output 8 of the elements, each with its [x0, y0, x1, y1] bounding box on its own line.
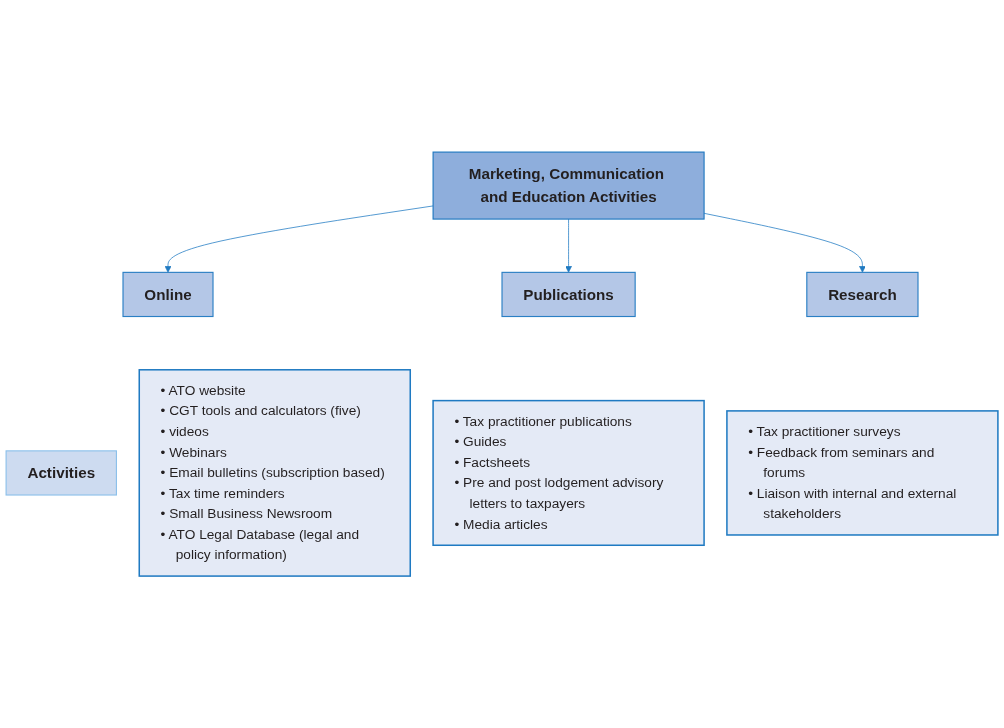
node-box: Online — [122, 271, 214, 317]
node-box: • ATO website • CGT tools and calculators (five) • videos • Webinars • Email bulletins (subscription based) • Tax time reminders • Small Business Newsroom • ATO Legal Database (legal and policy information) — [138, 368, 411, 577]
node-box: • Tax practitioner publications • Guides • Factsheets • Pre and post lodgement advisory letters to taxpayers • Media articles — [432, 399, 705, 546]
node-box: Marketing, Communication and Education Activities — [432, 151, 705, 220]
node-box: Publications — [501, 271, 636, 317]
node-box: Activities — [5, 450, 117, 496]
node-box: Research — [806, 271, 919, 317]
node-box: • Tax practitioner surveys • Feedback from seminars and forums • Liaison with internal and external stakeholders — [726, 410, 999, 536]
